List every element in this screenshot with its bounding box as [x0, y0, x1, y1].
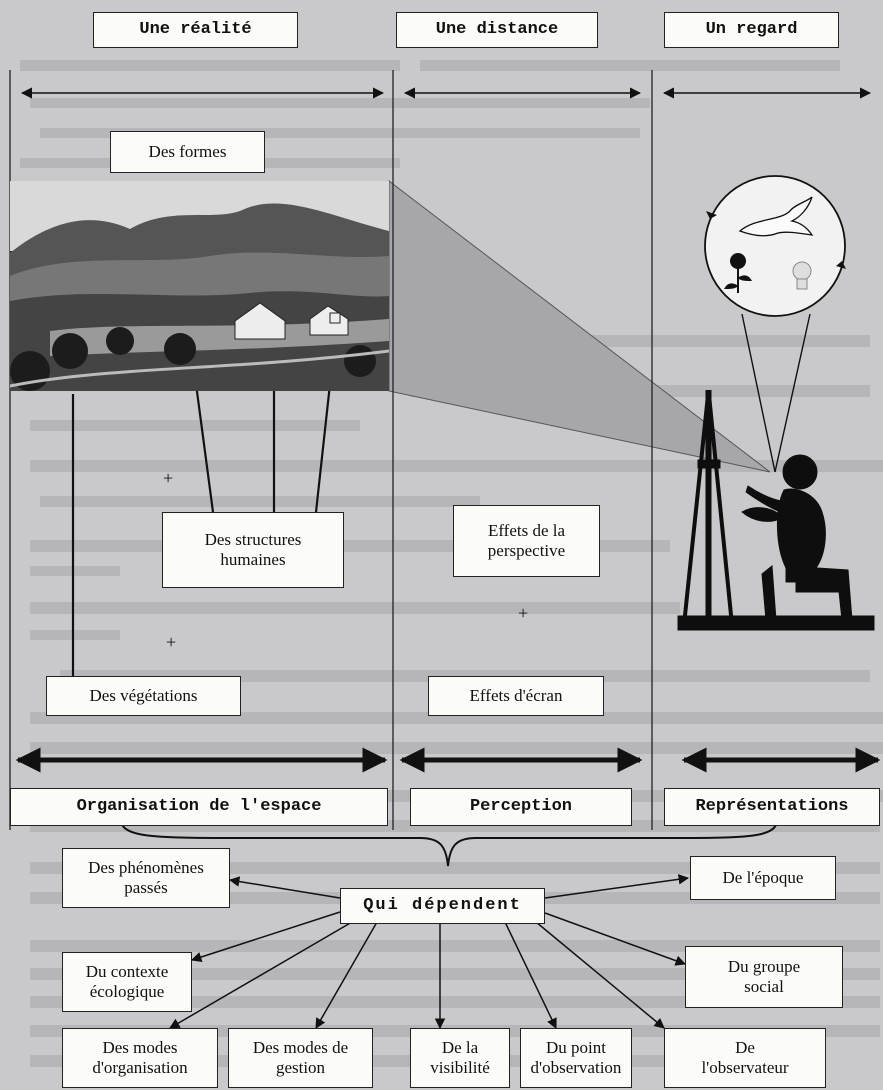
imagination-globe	[704, 175, 846, 317]
center-qui-dependent: Qui dépendent	[340, 888, 545, 924]
factor-des-phenomenes-passes: Des phénomènes passés	[62, 848, 230, 908]
factor-de-l-epoque: De l'époque	[690, 856, 836, 900]
painter-silhouette	[677, 390, 875, 631]
factor-du-groupe-social: Du groupe social	[685, 946, 843, 1008]
box-effets-de-la-perspective: Effets de la perspective	[453, 505, 600, 577]
box-des-formes: Des formes	[110, 131, 265, 173]
factor-du-contexte-ecologique: Du contexte écologique	[62, 952, 192, 1012]
plus-sign: +	[163, 468, 174, 488]
category-perception: Perception	[410, 788, 632, 826]
header-un-regard: Un regard	[664, 12, 839, 48]
dove-icon	[738, 196, 814, 237]
landscape-illustration	[10, 181, 389, 391]
header-une-distance: Une distance	[396, 12, 598, 48]
category-representations: Représentations	[664, 788, 880, 826]
plus-sign: +	[166, 632, 177, 652]
view-cone	[388, 179, 771, 473]
rose-icon	[724, 253, 752, 293]
factor-du-point-d-observation: Du point d'observation	[520, 1028, 632, 1088]
factor-de-la-visibilite: De la visibilité	[410, 1028, 510, 1088]
factor-des-modes-d-organisation: Des modes d'organisation	[62, 1028, 218, 1088]
plus-sign: +	[518, 603, 529, 623]
lightbulb-icon	[792, 261, 812, 290]
box-effets-d-ecran: Effets d'écran	[428, 676, 604, 716]
factor-des-modes-de-gestion: Des modes de gestion	[228, 1028, 373, 1088]
header-une-realite: Une réalité	[93, 12, 298, 48]
box-des-vegetations: Des végétations	[46, 676, 241, 716]
grouping-brace	[119, 815, 779, 867]
category-organisation-de-l-espace: Organisation de l'espace	[10, 788, 388, 826]
factor-de-l-observateur: De l'observateur	[664, 1028, 826, 1088]
box-des-structures-humaines: Des structures humaines	[162, 512, 344, 588]
